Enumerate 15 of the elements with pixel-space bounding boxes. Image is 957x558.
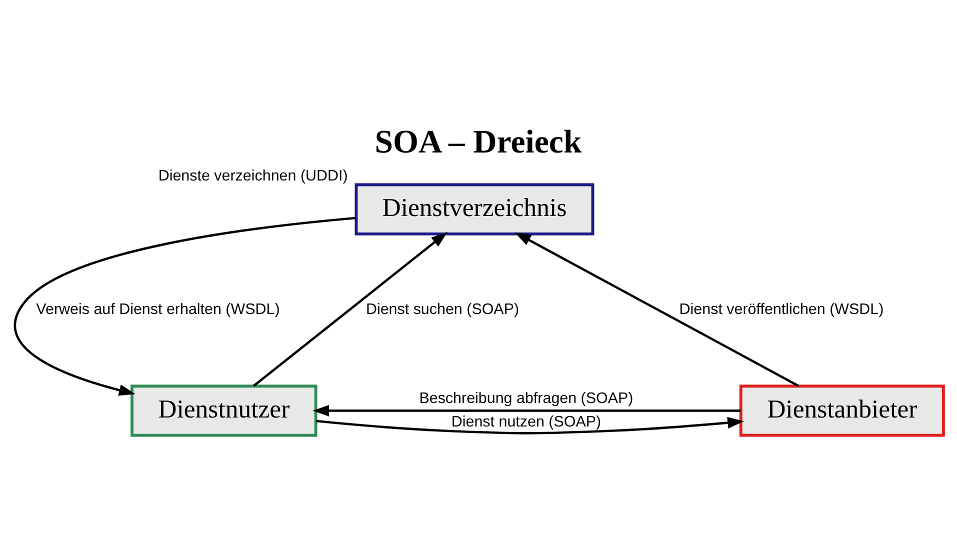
node-box: Dienstnutzer — [130, 384, 317, 437]
arrow — [14, 216, 356, 396]
edge-label: Dienst suchen (SOAP) — [365, 301, 519, 318]
node-label: Dienste verzeichnen (UDDI) — [158, 168, 348, 185]
node-box: Dienstanbieter — [738, 384, 944, 437]
edge-label: Beschreibung abfragen (SOAP) — [418, 390, 633, 407]
diagram-title: SOA – Dreieck — [374, 124, 582, 160]
arrow — [514, 232, 799, 387]
arrow — [252, 232, 448, 387]
edge-label: Dienst veröffentlichen (WSDL) — [678, 301, 884, 318]
arrow — [315, 417, 744, 434]
edge-label: Verweis auf Dienst erhalten (WSDL) — [36, 301, 280, 318]
arrow — [312, 404, 740, 416]
node-box: Dienstverzeichnis — [354, 183, 594, 236]
edge-label: Dienst nutzen (SOAP) — [450, 413, 601, 430]
